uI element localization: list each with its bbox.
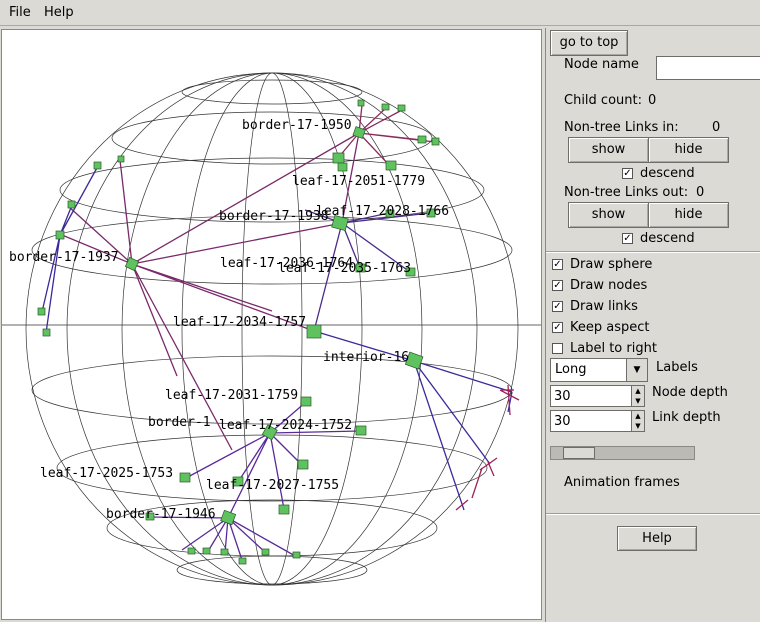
tree-links <box>41 104 520 561</box>
node-depth-spinner[interactable]: ▲▼ <box>631 385 645 407</box>
links-in-descend-checkbox[interactable]: ✓ <box>622 168 633 179</box>
draw-sphere-checkbox[interactable]: ✓ <box>552 259 563 270</box>
links-out-descend-label: descend <box>640 231 695 246</box>
child-count-label: Child count: <box>564 93 642 108</box>
node-label: leaf-17-2028-1766 <box>316 204 450 219</box>
label-to-right-checkbox[interactable] <box>552 343 563 354</box>
draw-sphere-label: Draw sphere <box>570 257 653 272</box>
links-in-descend-label: descend <box>640 166 695 181</box>
menu-file[interactable]: File <box>9 5 31 20</box>
control-panel: go to top Node name Child count: 0 Non-t… <box>545 28 760 622</box>
node-label: border-1 <box>148 415 211 430</box>
node-name-label: Node name <box>564 57 639 72</box>
node-depth-label: Node depth <box>652 385 728 400</box>
links-out-hide-button[interactable]: hide <box>648 202 729 228</box>
node-label: border-17-1937 <box>9 250 119 265</box>
node-label: leaf-17-2051-1779 <box>292 174 426 189</box>
help-button[interactable]: Help <box>617 526 697 551</box>
separator <box>546 251 760 253</box>
node-label: leaf-17-2031-1759 <box>165 388 299 403</box>
links-out-show-button[interactable]: show <box>568 202 649 228</box>
node-label: leaf-17-2025-1753 <box>40 466 174 481</box>
links-in-label: Non-tree Links in: <box>564 120 679 135</box>
child-count-value: 0 <box>648 93 657 108</box>
draw-links-checkbox[interactable]: ✓ <box>552 301 563 312</box>
animation-frames-slider[interactable] <box>550 446 695 460</box>
hyperbolic-graph-view[interactable]: border-17-1950 leaf-17-2051-1779 border-… <box>1 29 542 620</box>
keep-aspect-label: Keep aspect <box>570 320 650 335</box>
node-label: leaf-17-2034-1757 <box>173 315 307 330</box>
sphere-graph <box>2 72 541 586</box>
label-to-right-label: Label to right <box>570 341 657 356</box>
draw-links-label: Draw links <box>570 299 638 314</box>
graph-nodes <box>37 99 440 565</box>
labels-label: Labels <box>656 360 698 375</box>
node-label: leaf-17-2035-1763 <box>278 261 412 276</box>
link-depth-label: Link depth <box>652 410 721 425</box>
node-label: border-17-1946 <box>106 507 216 522</box>
separator <box>546 513 760 515</box>
links-in-value: 0 <box>712 120 721 135</box>
link-depth-spinner[interactable]: ▲▼ <box>631 410 645 432</box>
node-label: leaf-17-2024-1752 <box>219 418 353 433</box>
draw-nodes-label: Draw nodes <box>570 278 648 293</box>
links-out-label: Non-tree Links out: <box>564 185 689 200</box>
draw-nodes-checkbox[interactable]: ✓ <box>552 280 563 291</box>
links-out-value: 0 <box>696 185 705 200</box>
slider-thumb[interactable] <box>563 447 595 459</box>
go-to-top-button[interactable]: go to top <box>550 30 628 56</box>
link-depth-input[interactable] <box>550 410 632 432</box>
node-name-input[interactable] <box>656 56 760 80</box>
labels-select[interactable]: Long ▼ <box>550 358 648 382</box>
chevron-down-icon: ▼ <box>626 359 647 381</box>
node-label: leaf-17-2027-1755 <box>206 478 340 493</box>
links-in-hide-button[interactable]: hide <box>648 137 729 163</box>
menu-help[interactable]: Help <box>44 5 74 20</box>
node-label: interior-16 <box>323 350 410 365</box>
keep-aspect-checkbox[interactable]: ✓ <box>552 322 563 333</box>
menu-bar: File Help <box>0 0 760 26</box>
links-out-descend-checkbox[interactable]: ✓ <box>622 233 633 244</box>
animation-frames-label: Animation frames <box>564 475 680 490</box>
node-label: border-17-1938 <box>219 209 329 224</box>
node-label: leaf-17-2036-1764 <box>220 256 354 271</box>
node-depth-input[interactable] <box>550 385 632 407</box>
links-in-show-button[interactable]: show <box>568 137 649 163</box>
labels-select-value: Long <box>555 362 587 377</box>
node-label: border-17-1950 <box>242 118 352 133</box>
